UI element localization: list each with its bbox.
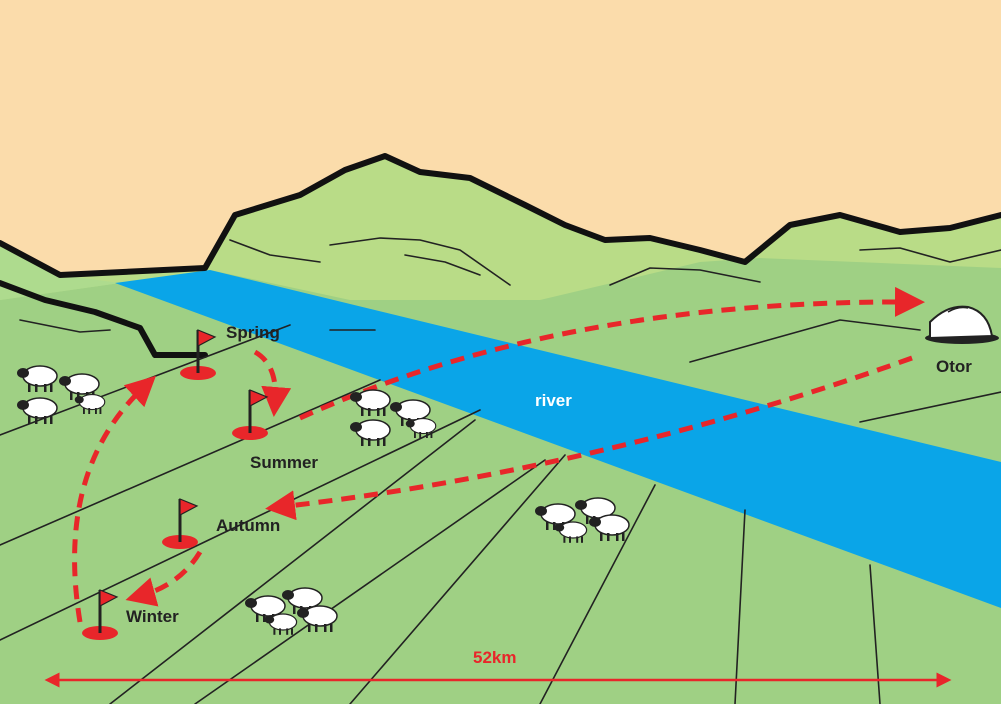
label-autumn: Autumn: [216, 516, 280, 535]
route-summer-to-otor: [298, 286, 925, 421]
label-river: river: [535, 391, 572, 410]
flag-winter: [82, 589, 119, 640]
mountain-contours: [19, 237, 1001, 333]
label-winter: Winter: [126, 607, 179, 626]
migration-route: [72, 286, 925, 623]
flag-icon: [99, 589, 119, 607]
route-spring-to-summer: [253, 349, 292, 417]
river: [115, 270, 1001, 608]
flag-autumn: [162, 498, 199, 549]
flag-icon: [179, 498, 199, 516]
flag-icon: [249, 389, 269, 407]
route-otor-to-autumn: [265, 355, 913, 521]
label-summer: Summer: [250, 453, 318, 472]
ger-tent-icon: [925, 305, 999, 344]
ridge-left: [0, 280, 208, 358]
flag-icon: [197, 329, 217, 347]
label-otor: Otor: [936, 357, 972, 376]
flag-summer: [232, 389, 269, 440]
grass-plain: [0, 258, 1001, 704]
label-spring: Spring: [226, 323, 280, 342]
flag-spring: [180, 329, 217, 380]
distance-label: 52km: [473, 648, 516, 667]
grass-far: [0, 243, 120, 300]
ridge-line: [0, 153, 1001, 278]
route-autumn-to-winter: [125, 550, 203, 607]
